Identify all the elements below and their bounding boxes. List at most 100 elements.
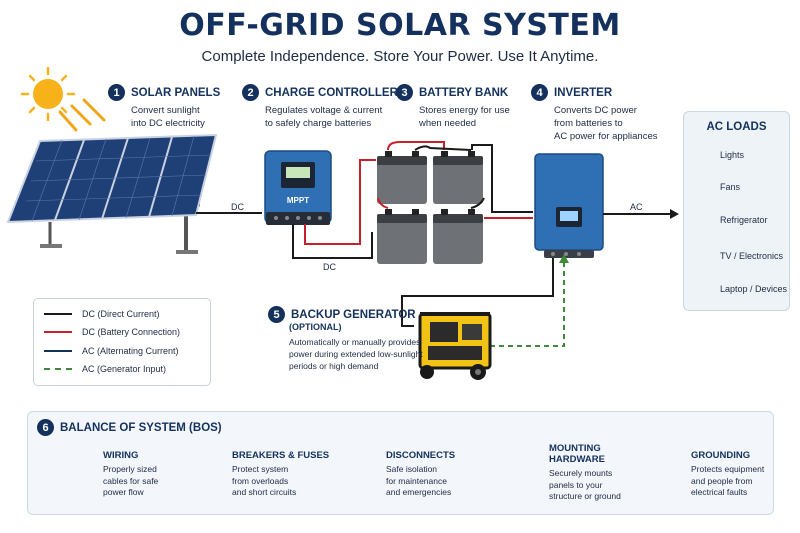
step-backup-generator-desc: Automatically or manually provides power… [289,336,423,372]
step-battery-bank: 3 BATTERY BANK [396,84,508,101]
page-subtitle: Complete Independence. Store Your Power.… [201,48,599,65]
bos-item-disconnects: DISCONNECTS Safe isolation for maintenan… [386,450,455,499]
bos-item-wiring: WIRING Properly sized cables for safe po… [103,450,158,499]
charge-controller [264,150,332,225]
desc-line: structure or ground [549,491,621,501]
dc-label-controller: DC [323,262,336,272]
generator-dc-wire [401,258,554,327]
step-charge-controller: 2 CHARGE CONTROLLER [242,84,398,101]
desc-line: Stores energy for use [419,105,510,116]
step-solar-panels: 1 SOLAR PANELS [108,84,220,101]
desc-line: Automatically or manually provides [289,337,421,347]
desc-line: into DC electricity [131,118,205,129]
legend-swatch [44,313,72,315]
bos-header: 6 BALANCE OF SYSTEM (BOS) [37,419,222,436]
backup-generator [418,312,492,380]
battery-bank [377,141,485,264]
ac-label-output: AC [630,202,643,212]
legend-label: AC (Alternating Current) [82,346,179,356]
bos-item-desc: Securely mounts panels to your structure… [549,468,621,503]
legend-item-battery: DC (Battery Connection) [44,327,180,337]
step-number: 2 [242,84,259,101]
step-optional-tag: (OPTIONAL) [289,322,342,332]
wire-legend [33,298,211,386]
bos-item-mounting: MOUNTING HARDWARE Securely mounts panels… [549,443,621,503]
generator-input-arrow [559,254,569,263]
desc-line: electrical faults [691,487,748,497]
desc-line: from overloads [232,475,289,486]
desc-line: and short circuits [232,487,297,497]
dc-wire-controller-battery [292,159,376,259]
step-number: 3 [396,84,413,101]
legend-label: AC (Generator Input) [82,364,167,374]
desc-line: AC power for appliances [554,131,658,142]
desc-line: Protect system [232,464,289,474]
bos-item-title: MOUNTING [549,443,601,454]
load-fans: Fans [720,182,741,192]
step-number: 4 [531,84,548,101]
page-title: OFF-GRID SOLAR SYSTEM [179,8,621,43]
desc-line: Safe isolation [386,464,438,474]
desc-line: and emergencies [386,487,452,497]
bos-item-desc: Protects equipment and people from elect… [691,464,764,499]
desc-line: for maintenance [386,475,447,486]
solar-panel-array [6,133,218,254]
controller-mppt-label: MPPT [286,196,310,205]
bos-item-desc: Properly sized cables for safe power flo… [103,464,158,499]
step-battery-bank-desc: Stores energy for use when needed [419,104,510,130]
inverter [534,153,604,258]
ac-loads-title: AC LOADS [706,121,767,133]
bos-item-grounding: GROUNDING Protects equipment and people … [691,450,764,499]
step-title: INVERTER [554,86,613,99]
desc-line: Convert sunlight [131,105,200,116]
legend-label: DC (Battery Connection) [82,327,181,337]
bos-item-breakers: BREAKERS & FUSES Protect system from ove… [232,450,329,499]
step-title: BACKUP GENERATOR [291,308,416,321]
bos-item-title: WIRING [103,450,139,461]
ac-loads-panel [683,111,790,311]
step-backup-generator: 5 BACKUP GENERATOR [268,306,416,323]
step-title: SOLAR PANELS [131,86,221,99]
dc-wire-battery-inverter [471,144,533,219]
legend-swatch [44,331,72,333]
desc-line: to safely charge batteries [265,118,372,129]
bos-item-title: DISCONNECTS [386,450,456,461]
desc-line: Converts DC power [554,105,637,116]
step-number: 6 [37,419,54,436]
bos-panel [27,411,774,515]
step-inverter-desc: Converts DC power from batteries to AC p… [554,104,658,143]
load-lights: Lights [720,150,745,160]
bos-title: BALANCE OF SYSTEM (BOS) [60,421,222,434]
desc-line: panels to your [549,479,603,490]
bos-item-desc: Protect system from overloads and short … [232,464,329,499]
desc-line: periods or high demand [289,361,379,371]
bos-item-title: BREAKERS & FUSES [232,450,330,461]
desc-line: and people from [691,475,753,486]
step-number: 5 [268,306,285,323]
desc-line: Regulates voltage & current [265,105,383,116]
desc-line: when needed [419,118,477,129]
step-number: 1 [108,84,125,101]
desc-line: from batteries to [554,118,623,129]
legend-label: DC (Direct Current) [82,309,160,319]
step-charge-controller-desc: Regulates voltage & current to safely ch… [265,104,382,130]
bos-item-desc: Safe isolation for maintenance and emerg… [386,464,455,499]
desc-line: Properly sized [103,464,157,474]
legend-item-dc: DC (Direct Current) [44,309,160,319]
legend-swatch [44,368,72,370]
desc-line: cables for safe [103,475,159,486]
legend-item-generator: AC (Generator Input) [44,364,166,374]
sun-icon [20,66,106,132]
step-title: CHARGE CONTROLLER [265,86,398,99]
load-tv-electronics: TV / Electronics [720,251,784,261]
ac-output-arrow [670,209,679,219]
desc-line: Securely mounts [549,468,613,478]
dc-label-panel: DC [231,202,244,212]
load-refrigerator: Refrigerator [720,215,768,225]
generator-ac-input-wire [490,260,565,347]
desc-line: Protects equipment [691,464,765,474]
bos-item-title: GROUNDING [691,450,751,461]
legend-swatch [44,350,72,352]
desc-line: power during extended low-sunlight [289,349,423,359]
load-laptop-devices: Laptop / Devices [720,284,788,294]
